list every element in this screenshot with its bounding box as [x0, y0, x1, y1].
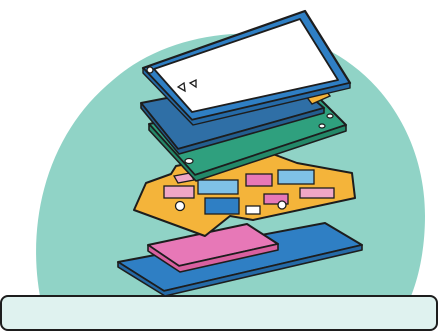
bottom-card: [1, 296, 437, 330]
